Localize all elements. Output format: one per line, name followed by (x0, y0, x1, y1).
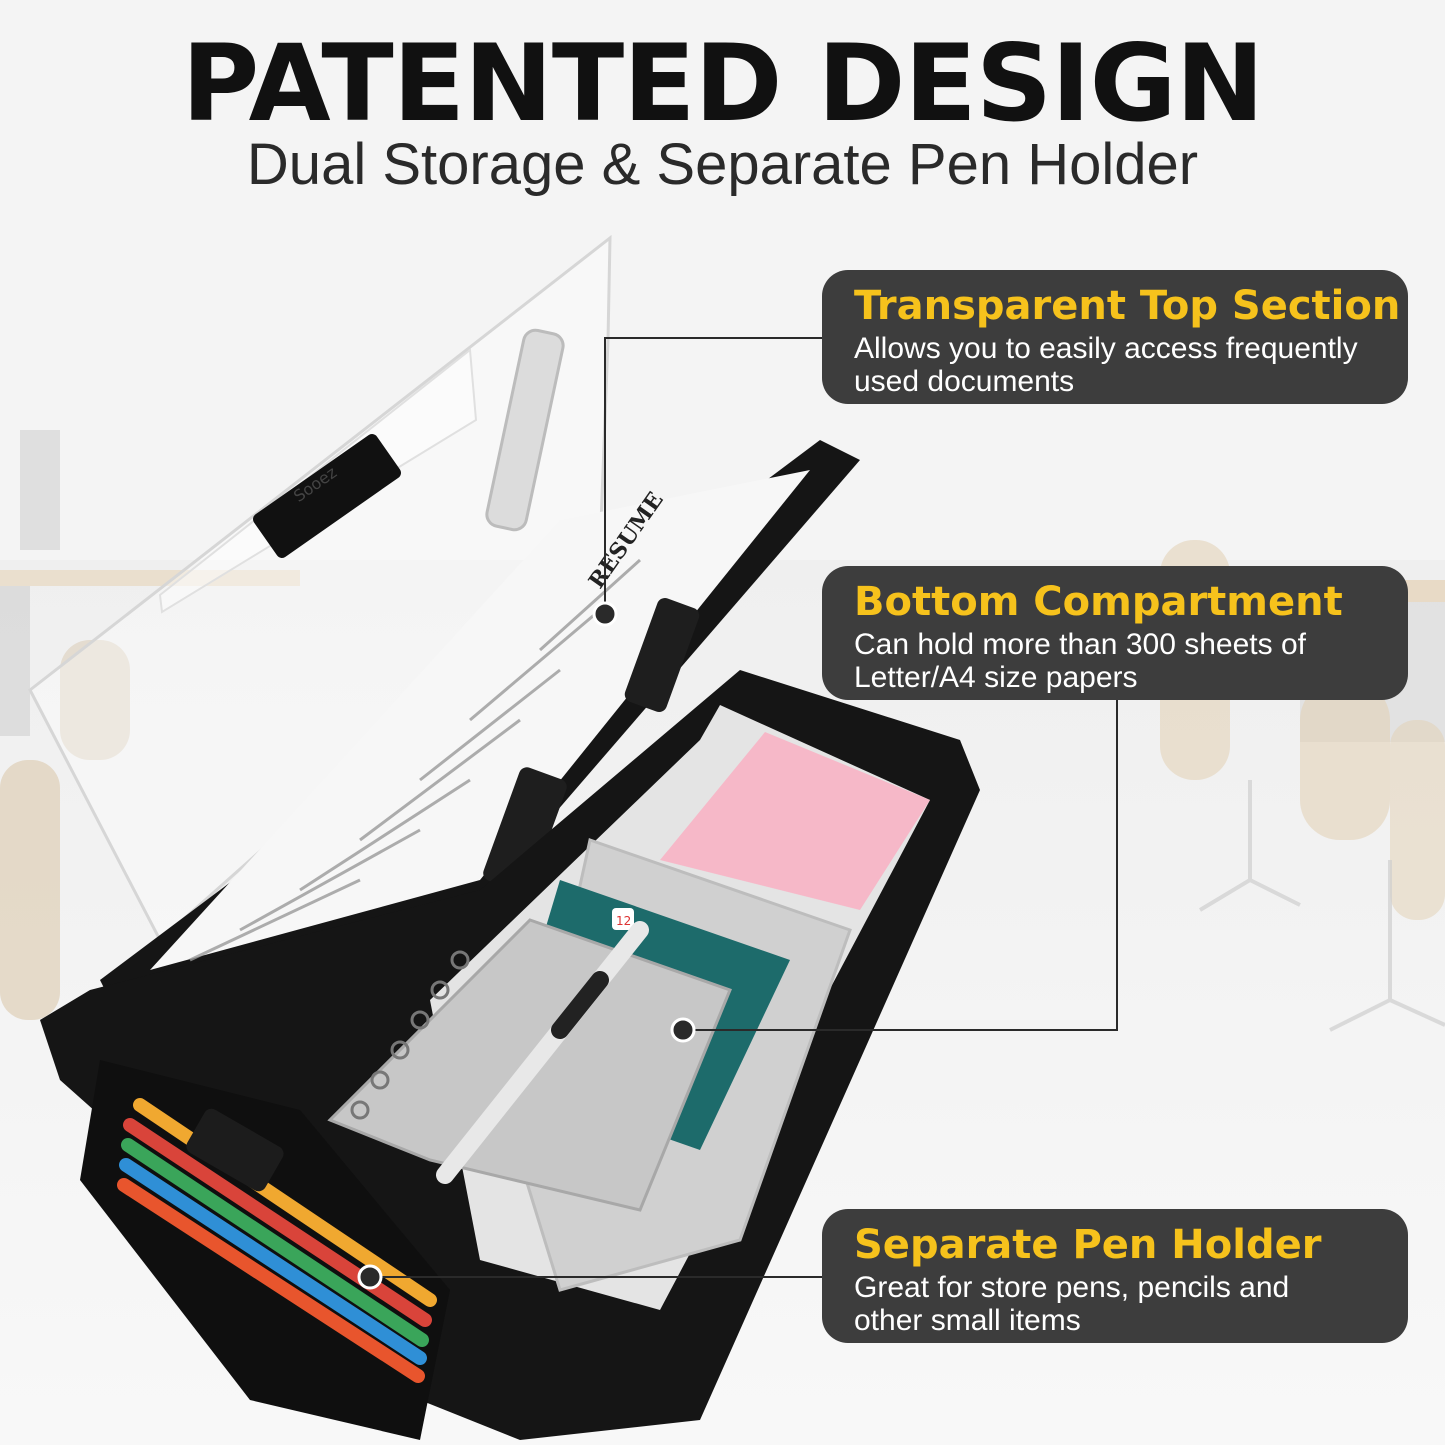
callout-title: Separate Pen Holder (854, 1222, 1322, 1268)
callout-title: Transparent Top Section (854, 283, 1401, 329)
callout-text-line: Letter/A4 size papers (854, 661, 1138, 694)
callout-text-line: Great for store pens, pencils and (854, 1271, 1290, 1304)
headline: PATENTED DESIGN (181, 22, 1265, 145)
subheadline: Dual Storage & Separate Pen Holder (246, 132, 1199, 197)
transparent-lid: Sooez (28, 234, 612, 943)
sticky-note (660, 732, 930, 910)
callout-text-line: used documents (854, 365, 1075, 398)
callout-text-line: other small items (854, 1304, 1081, 1337)
marker-dot-pen (357, 1264, 383, 1290)
callout-transparent-top: Transparent Top Section Allows you to ea… (822, 270, 1408, 404)
callout-text-line: Can hold more than 300 sheets of (854, 628, 1306, 661)
document-frame: RESUME (100, 440, 860, 1000)
marker-dot-bottom (670, 1017, 696, 1043)
callout-bottom-compartment: Bottom Compartment Can hold more than 30… (822, 566, 1408, 700)
callout-pen-holder: Separate Pen Holder Great for store pens… (822, 1209, 1408, 1343)
callout-title: Bottom Compartment (854, 579, 1343, 625)
bottom-case: 12 (40, 670, 980, 1440)
marker-dot-top (592, 601, 618, 627)
callout-text-line: Allows you to easily access frequently (854, 332, 1358, 365)
tablet-date: 12 (616, 914, 631, 928)
